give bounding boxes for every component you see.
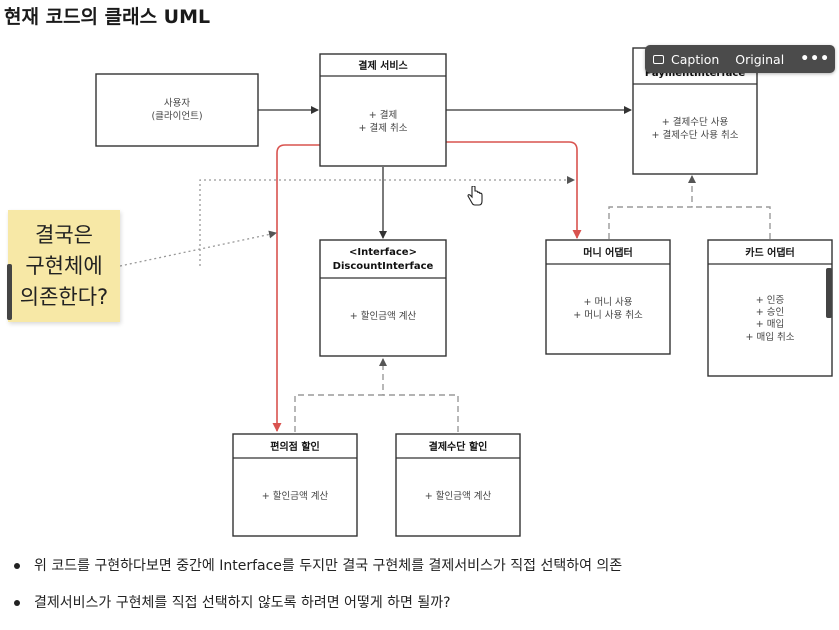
class-box-money-adapter: 머니 어댑터 + 머니 사용 + 머니 사용 취소 [545,239,671,355]
dotted-line-sticky-to-right [199,176,575,266]
card-line-3: + 매입 [756,318,784,330]
caption-icon [653,54,664,64]
list-item: 위 코드를 구현하다보면 중간에 Interface를 두지만 결국 구현체를 … [14,556,622,576]
payinterface-line-1: + 결제수단 사용 [662,117,729,128]
method-line-1: + 할인금액 계산 [425,490,492,502]
money-title: 머니 어댑터 [583,246,632,259]
caption-button[interactable]: Caption [645,45,727,73]
client-line-2: (클라이언트) [151,110,202,122]
hand-cursor-icon [467,186,483,206]
card-line-1: + 인증 [756,295,785,306]
dotted-line-sticky-to-center [119,230,277,267]
client-line-1: 사용자 [164,98,190,109]
class-box-card-adapter: 카드 어댑터 + 인증 + 승인 + 매입 + 매입 취소 [707,239,833,377]
connectors [119,106,771,432]
class-box-convenience-discount: 편의점 할인 + 할인금액 계산 [232,433,358,537]
payment-title: 결제 서비스 [358,59,407,72]
realization-method-to-discountinterface [383,394,459,432]
money-line-2: + 머니 사용 취소 [573,310,643,321]
list-item: 결제서비스가 구현체를 직접 선택하지 않도록 하려면 어떻게 하면 될까? [14,593,622,613]
realization-card-to-payinterface [692,206,771,239]
payment-line-2: + 결제 취소 [359,123,408,134]
sticky-scroll-handle[interactable] [7,264,12,320]
money-line-1: + 머니 사용 [584,297,633,308]
realization-conv-to-discountinterface [294,358,387,432]
image-toolbar: Caption Original ••• [645,45,835,73]
bullet-list: 위 코드를 구현하다보면 중간에 Interface를 두지만 결국 구현체를 … [14,556,622,630]
more-options-button[interactable]: ••• [792,45,838,73]
payment-line-1: + 결제 [369,110,397,121]
class-box-discount-interface: <Interface> DiscountInterface + 할인금액 계산 [319,239,447,357]
red-dependency-to-conv-discount [272,144,320,432]
red-dependency-to-money-adapter [446,141,582,239]
class-box-method-discount: 결제수단 할인 + 할인금액 계산 [395,433,521,537]
discountinterface-line-1: + 할인금액 계산 [350,310,417,322]
more-icon: ••• [800,51,831,67]
card-line-4: + 매입 취소 [746,331,795,343]
payinterface-line-2: + 결제수단 사용 취소 [652,130,739,141]
conv-line-1: + 할인금액 계산 [262,490,329,502]
class-box-payment-service: 결제 서비스 + 결제 + 결제 취소 [319,53,447,167]
class-box-client: 사용자 (클라이언트) [95,73,259,147]
payinterface-title: PaymentInterface [645,68,745,79]
original-button[interactable]: Original [727,45,792,73]
conv-title: 편의점 할인 [270,440,319,453]
right-scroll-handle[interactable] [826,268,832,318]
original-label: Original [735,51,785,67]
sticky-note: 결국은 구현체에 의존한다? [8,210,120,322]
discountinterface-title: DiscountInterface [333,261,434,272]
method-title: 결제수단 할인 [429,440,488,453]
page-title: 현재 코드의 클래스 UML [4,6,211,28]
card-title: 카드 어댑터 [745,246,794,259]
discountinterface-stereotype: <Interface> [349,247,417,258]
card-line-2: + 승인 [756,307,784,318]
caption-label: Caption [671,51,720,67]
realization-money-to-payinterface [608,175,696,239]
